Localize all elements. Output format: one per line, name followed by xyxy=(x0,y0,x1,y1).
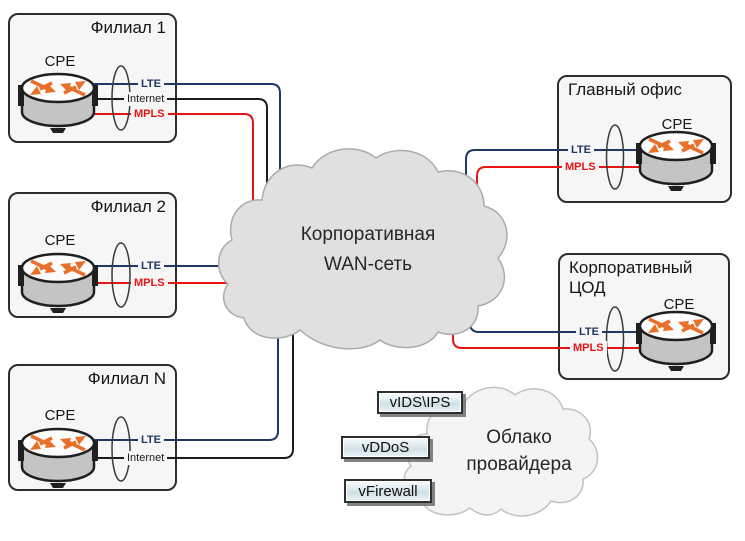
branch2-cpe-label: CPE xyxy=(44,232,76,249)
service-label-vids-ips: vIDS\IPS xyxy=(389,394,451,411)
branchN-internet-label: Internet xyxy=(124,451,168,465)
head-office-cpe-label: CPE xyxy=(661,116,693,133)
head-office-mpls-label: MPLS xyxy=(562,160,599,174)
head-office-box: Главный офис xyxy=(557,75,732,203)
branch2-mpls-label: MPLS xyxy=(131,276,168,290)
datacenter-box: Корпоративный ЦОД xyxy=(558,253,730,380)
branchN-cpe-label: CPE xyxy=(44,407,76,424)
branch1-cpe-label: CPE xyxy=(44,53,76,70)
branch1-lte-label: LTE xyxy=(138,77,164,91)
branch2-box: Филиал 2 xyxy=(8,192,177,318)
head-office-lte-label: LTE xyxy=(568,143,594,157)
datacenter-title: Корпоративный ЦОД xyxy=(569,258,693,297)
branch2-lte-label: LTE xyxy=(138,259,164,273)
branchN-title: Филиал N xyxy=(87,369,166,388)
datacenter-lte-label: LTE xyxy=(576,325,602,339)
provider-cloud-label-line2: провайдера xyxy=(466,454,572,475)
provider-cloud-label-line1: Облако xyxy=(486,427,552,448)
branchN-box: Филиал N xyxy=(8,364,177,491)
wan-cloud-label: Корпоративная WAN-сеть xyxy=(268,220,468,280)
service-box-vids-ips: vIDS\IPS xyxy=(377,391,463,414)
wan-cloud-label-line1: Корпоративная xyxy=(300,224,436,245)
branchN-lte-label: LTE xyxy=(138,433,164,447)
service-label-vfirewall: vFirewall xyxy=(358,482,418,500)
service-box-vddos: vDDoS xyxy=(341,436,430,459)
head-office-title: Главный офис xyxy=(568,80,682,99)
branch1-mpls-label: MPLS xyxy=(131,107,168,121)
branch2-title: Филиал 2 xyxy=(90,197,166,216)
branch1-internet-label: Internet xyxy=(124,92,168,106)
datacenter-mpls-label: MPLS xyxy=(570,341,607,355)
wan-cloud-label-line2: WAN-сеть xyxy=(324,254,412,275)
service-label-vddos: vDDoS xyxy=(361,439,410,456)
datacenter-cpe-label: CPE xyxy=(663,296,695,313)
provider-cloud-label: Облако провайдера xyxy=(439,424,599,478)
branch1-title: Филиал 1 xyxy=(90,18,166,37)
service-box-vfirewall: vFirewall xyxy=(344,479,432,503)
